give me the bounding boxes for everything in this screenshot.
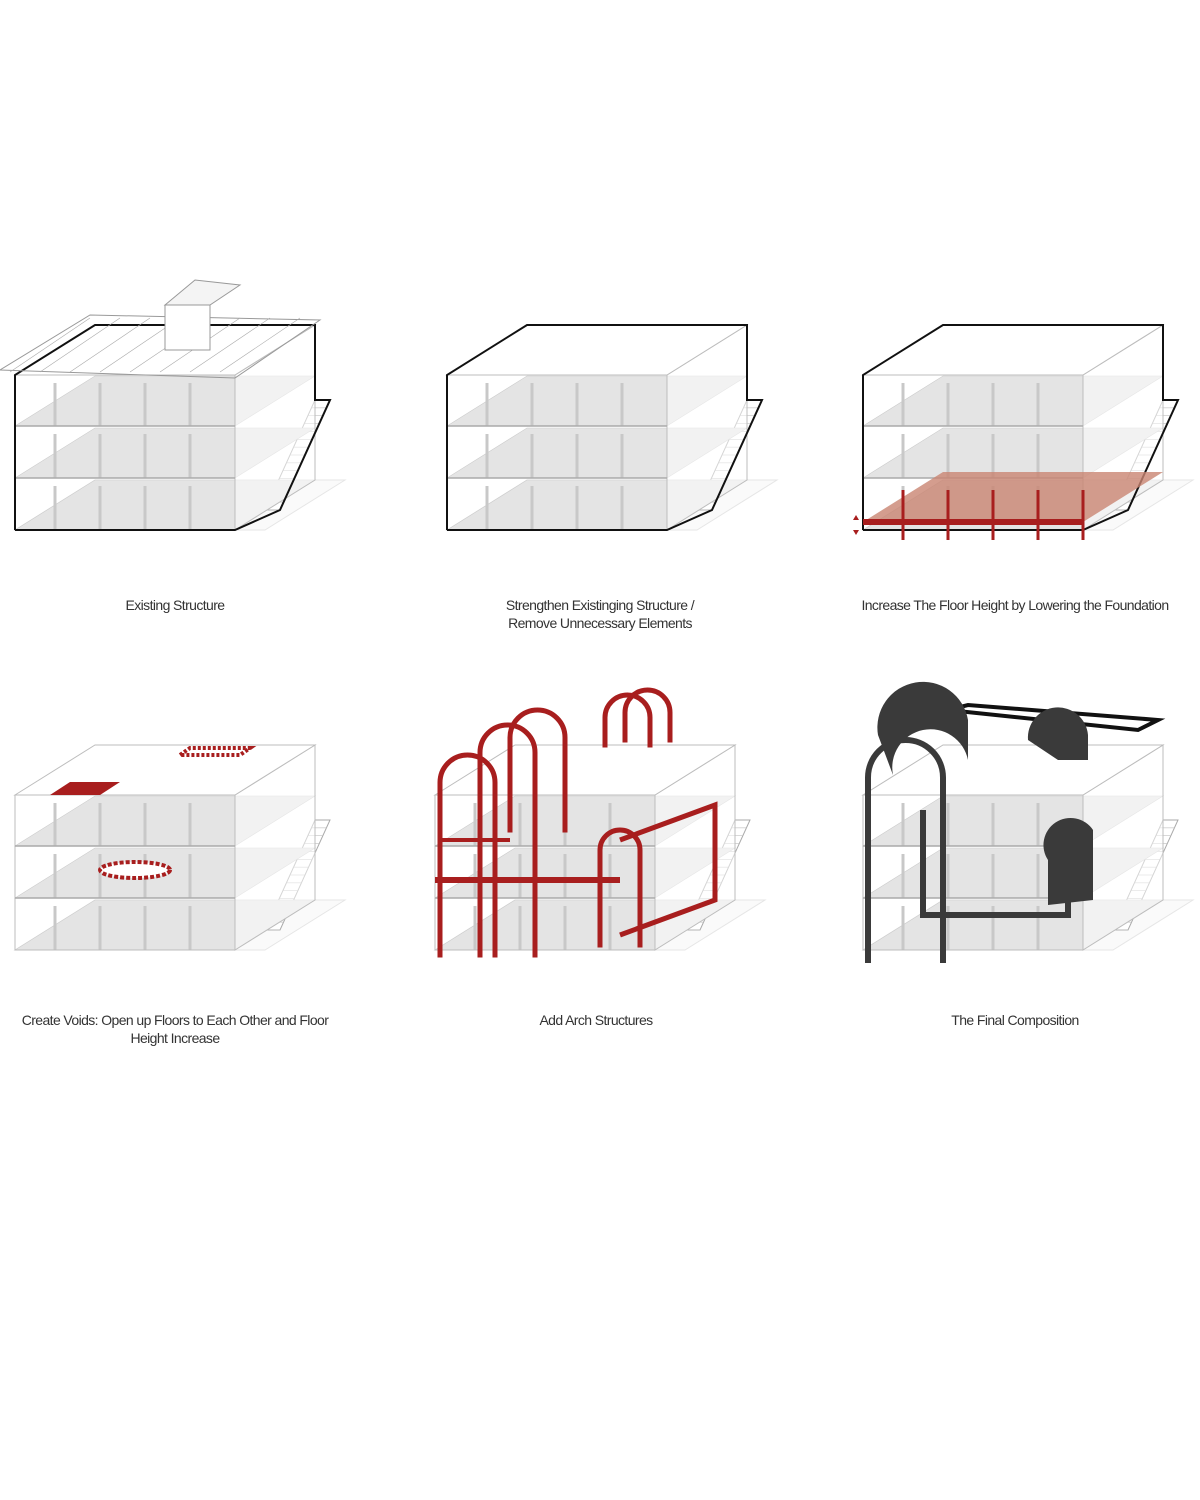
caption-line: Existing Structure xyxy=(125,597,226,613)
caption-final-composition: The Final Composition xyxy=(825,1011,1200,1029)
caption-line: Add Arch Structures xyxy=(539,1012,653,1028)
floor-void xyxy=(98,860,172,880)
roof-void xyxy=(173,746,257,757)
caption-create-voids: Create Voids: Open up Floors to Each Oth… xyxy=(0,1011,365,1047)
dark-vault xyxy=(1027,707,1088,760)
roof-lattice-bar xyxy=(39,317,121,373)
caption-existing-structure: Existing Structure xyxy=(0,596,365,614)
caption-line: Remove Unnecessary Elements xyxy=(508,615,692,631)
caption-line: Strengthen Existinging Structure / xyxy=(505,597,695,613)
dark-frame xyxy=(920,810,1071,918)
roof-lattice-bar xyxy=(9,317,91,373)
caption-line: Increase The Floor Height by Lowering th… xyxy=(861,597,1169,613)
diagram-final-composition xyxy=(848,680,1198,980)
caption-line: Create Voids: Open up Floors to Each Oth… xyxy=(21,1012,329,1028)
diagram-lower-foundation xyxy=(848,260,1198,560)
caption-line: The Final Composition xyxy=(951,1012,1079,1028)
lowered-foundation-area xyxy=(863,472,1163,522)
diagram-create-voids xyxy=(0,680,350,980)
building-outline xyxy=(14,324,332,531)
height-arrow-icon xyxy=(853,515,859,535)
diagram-existing-structure xyxy=(0,260,350,560)
red-arch xyxy=(477,722,538,958)
diagram-add-arches xyxy=(420,680,770,980)
building-outline xyxy=(446,324,764,531)
building-outline xyxy=(862,324,1180,531)
red-arch xyxy=(507,707,568,833)
red-arch xyxy=(437,752,498,958)
roof-lattice-bar xyxy=(219,317,301,373)
diagram-strengthen-structure xyxy=(432,260,782,560)
dark-vault xyxy=(877,681,968,775)
red-arch xyxy=(622,687,673,743)
roof-lattice xyxy=(0,314,322,379)
roof-void xyxy=(50,782,120,795)
roof-hut-top xyxy=(163,279,242,306)
red-arch xyxy=(602,692,653,748)
caption-strengthen: Strengthen Existinging Structure / Remove… xyxy=(410,596,790,632)
front-frame xyxy=(434,794,656,951)
red-arch xyxy=(597,827,643,948)
caption-add-arches: Add Arch Structures xyxy=(406,1011,786,1029)
caption-line: Height Increase xyxy=(130,1030,220,1046)
roof-hut xyxy=(164,304,211,351)
front-frame xyxy=(14,794,236,951)
roof-lattice-bar xyxy=(189,317,271,373)
roof-lattice-bar xyxy=(69,317,151,373)
red-frame xyxy=(619,801,718,938)
dark-arch xyxy=(865,737,946,963)
caption-lower-foundation: Increase The Floor Height by Lowering th… xyxy=(825,596,1200,614)
